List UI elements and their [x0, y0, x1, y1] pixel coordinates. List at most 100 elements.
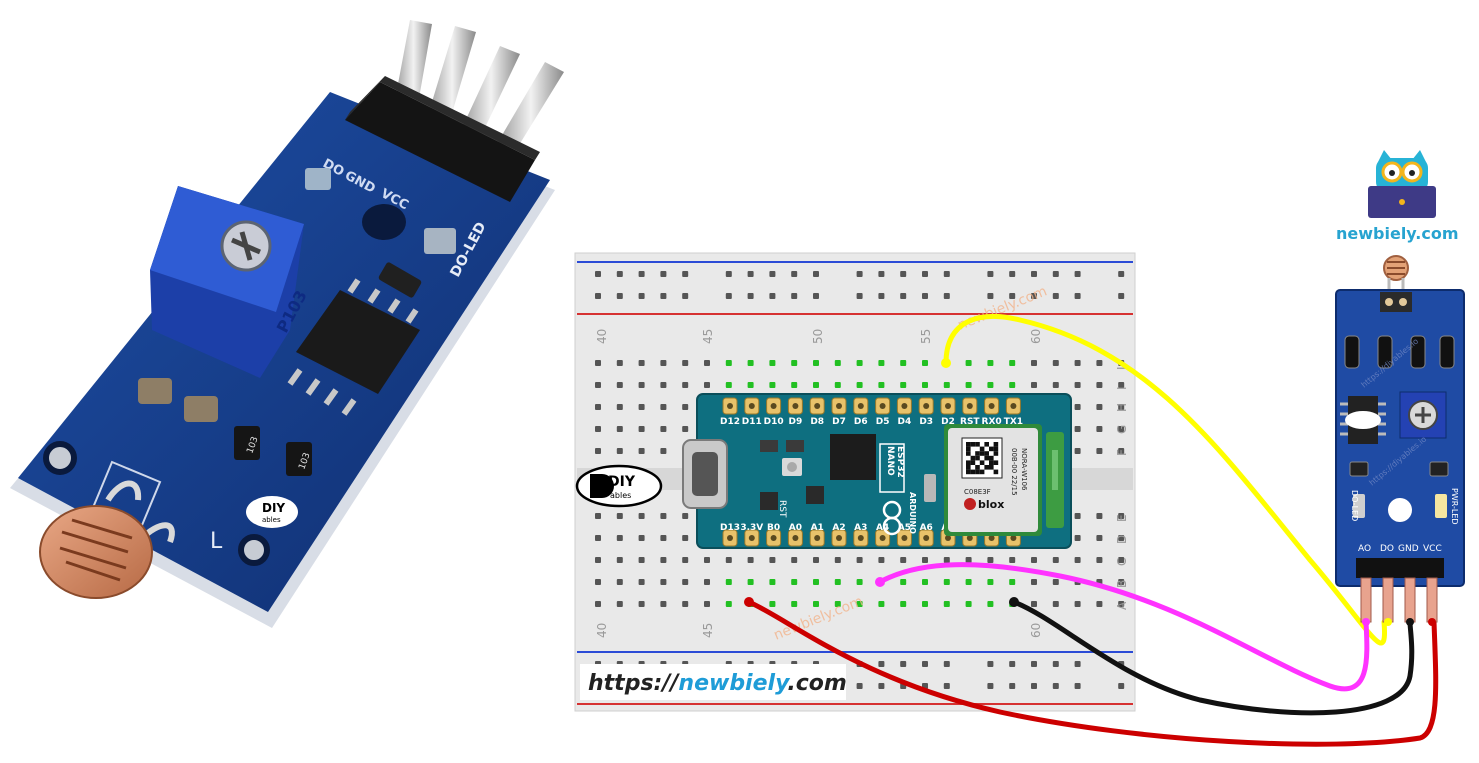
photoresistor [39, 505, 153, 599]
diyables-logo: DIY ables [246, 496, 298, 528]
row-letter: I [1115, 386, 1129, 390]
mounting-hole [362, 204, 406, 240]
pwr-led [305, 168, 331, 190]
pin-end [1428, 618, 1436, 626]
module-brand: blox [978, 498, 1004, 511]
pin-label-vcc: VCC [1423, 544, 1442, 554]
wires [744, 314, 1439, 747]
potentiometer [1399, 391, 1447, 439]
column-number: 45 [701, 329, 715, 344]
pin-label: RX0 [982, 417, 1002, 427]
rst-label: RST [777, 500, 787, 518]
comparator-ic [287, 278, 420, 416]
pin-label-gnd: GND [1398, 544, 1419, 554]
svg-text:DIY: DIY [608, 474, 636, 490]
pcb-board [18, 92, 550, 612]
row-letter: F [1115, 449, 1129, 456]
row-letter: E [1115, 514, 1129, 522]
pin-label: D3 [919, 417, 933, 427]
row-letter: J [1115, 366, 1129, 371]
pin-label: A5 [898, 523, 911, 533]
pin-label: D10 [764, 417, 784, 427]
pin-label: D7 [832, 417, 846, 427]
newbiely-logo: newbiely.com [1336, 150, 1458, 243]
column-number: 60 [1029, 329, 1043, 344]
owl-laptop-icon [1368, 150, 1436, 218]
resistor [286, 442, 312, 476]
pin-label: A6 [920, 523, 933, 533]
svg-text:ables: ables [610, 491, 631, 500]
pin-label: D8 [810, 417, 824, 427]
column-number: 40 [595, 623, 609, 638]
arduino-brand: ARDUINO [908, 492, 917, 534]
board-name: NANO [885, 446, 895, 476]
pin-label: A4 [876, 523, 889, 533]
site-url[interactable]: https://newbiely.com [588, 671, 847, 696]
pin-label: D9 [789, 417, 803, 427]
pin-label: D6 [854, 417, 868, 427]
capacitor [138, 378, 172, 404]
header-pins [395, 20, 564, 150]
resistor [234, 426, 260, 460]
pin-label: 3.3V [740, 523, 763, 533]
pin-label: D5 [876, 417, 890, 427]
wire-end-vcc [744, 597, 754, 607]
mounting-pad [43, 441, 77, 475]
wire-end-do [941, 358, 951, 368]
module-model: NORA-W106 [1020, 448, 1028, 491]
header-pin [1382, 577, 1394, 623]
row-letter: H [1115, 403, 1129, 412]
wire-end-gnd [1009, 597, 1019, 607]
pin-label: TX1 [1004, 417, 1023, 427]
pin-label: RST [960, 417, 980, 427]
pin-label-ao: AO [1358, 544, 1371, 554]
pin-label-do: DO [1380, 544, 1394, 554]
column-number: 40 [595, 329, 609, 344]
pin-label: D2 [941, 417, 955, 427]
pwr-led-label: PWR-LED [1450, 488, 1459, 525]
wire-gnd [1011, 599, 1415, 716]
pin-label: D13 [720, 523, 740, 533]
header-pin [1404, 577, 1416, 623]
pin-end [1384, 618, 1392, 626]
svg-text:ables: ables [262, 516, 281, 524]
pin-label: D11 [742, 417, 762, 427]
pin-label: D4 [898, 417, 912, 427]
sensor-mark: L [210, 529, 223, 554]
pin-label: D12 [720, 417, 740, 427]
row-letter: C [1115, 558, 1129, 566]
pin-label: A0 [789, 523, 802, 533]
mounting-pad [238, 534, 270, 566]
resistor [378, 262, 422, 298]
column-number: 45 [701, 623, 715, 638]
column-number: 50 [811, 329, 825, 344]
row-letter: G [1115, 425, 1129, 434]
do-led-label: DO-LED [1350, 490, 1359, 521]
board-chip: ESP32 [895, 446, 905, 478]
svg-text:DIY: DIY [262, 501, 285, 515]
column-number: 55 [919, 329, 933, 344]
wire-vcc [746, 599, 1439, 747]
wire-ao [877, 562, 1370, 692]
row-letter: D [1115, 535, 1129, 544]
pin-end [1406, 618, 1414, 626]
module-date: 00B-00 22/15 [1010, 448, 1018, 496]
row-letter: B [1115, 580, 1129, 588]
pin-label: B0 [767, 523, 780, 533]
pin-label: A3 [854, 523, 867, 533]
capacitor [184, 396, 218, 422]
potentiometer: P103 [150, 186, 311, 378]
arduino-logo-icon [882, 500, 902, 536]
pin-header [1356, 558, 1444, 578]
module-code: C08E3F [964, 488, 991, 496]
esp32-chip [830, 434, 876, 480]
site-name[interactable]: newbiely.com [1336, 224, 1458, 243]
pin-header [345, 82, 535, 202]
row-letter: A [1115, 601, 1129, 610]
do-led [424, 228, 456, 254]
sensor-module-schematic: DO-LED PWR-LED https://diyables.io https… [1335, 255, 1465, 626]
mounting-hole [1388, 498, 1412, 522]
wire-end-ao [875, 577, 885, 587]
